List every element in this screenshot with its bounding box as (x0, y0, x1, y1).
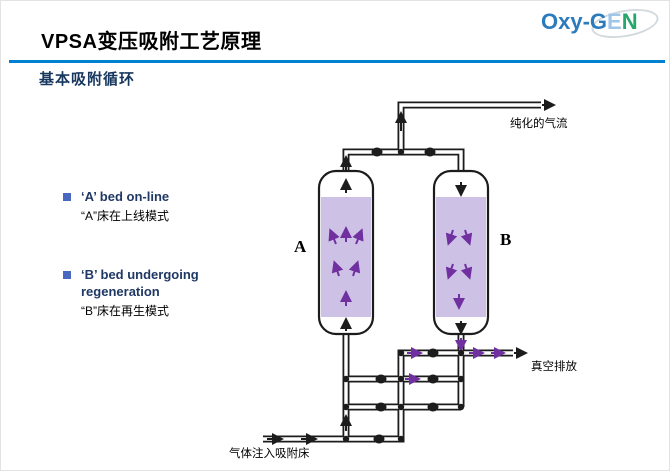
bullet-subtext: “A”床在上线模式 (81, 208, 169, 223)
logo: Oxy-GEN (541, 4, 661, 43)
logo-text: Oxy-GEN (541, 7, 661, 37)
valve-icon (373, 434, 385, 444)
logo-part-oxy: Oxy- (541, 9, 590, 34)
bullet-list: ‘A’ bed on-line “A”床在上线模式 ‘B’ bed underg… (63, 189, 273, 363)
logo-part-g: G (589, 9, 608, 34)
bullet-item-a: ‘A’ bed on-line “A”床在上线模式 (63, 189, 273, 224)
logo-part-n: N (621, 9, 638, 34)
bullet-marker (63, 271, 71, 280)
pipe-network (263, 101, 541, 443)
bed-a-label: A (294, 237, 307, 256)
bullet-item-b: ‘B’ bed undergoing regeneration “B”床在再生模… (63, 267, 273, 319)
feed-gas-label: 气体注入吸附床 (229, 448, 310, 460)
adsorbent-bed-b (436, 197, 486, 317)
flow-arrows-regeneration (328, 226, 506, 385)
valve-icon (427, 402, 439, 412)
bullet-content: ‘B’ bed undergoing regeneration “B”床在再生模… (81, 267, 231, 319)
title-divider (9, 60, 665, 63)
section-heading: 基本吸附循环 (39, 71, 136, 88)
logo-part-e: E (607, 9, 622, 34)
vacuum-exhaust-label: 真空排放 (531, 361, 577, 373)
flow-arrows-feed-product (267, 99, 556, 445)
valve-icon (375, 402, 387, 412)
bullet-marker (63, 193, 71, 201)
pipe-junctions (342, 148, 465, 443)
bullet-heading: ‘B’ bed undergoing regeneration (81, 267, 199, 300)
valve-icon (375, 374, 387, 384)
bullet-heading: ‘A’ bed on-line (81, 189, 170, 204)
valve-icon (427, 374, 439, 384)
valve-icon (427, 348, 439, 358)
page-title: VPSA变压吸附工艺原理 (41, 31, 262, 53)
bed-b-label: B (500, 230, 512, 249)
valve-icon (371, 147, 383, 157)
vessel-a (317, 169, 375, 336)
vessel-b (432, 169, 490, 336)
valves (371, 147, 439, 444)
purified-stream-label: 纯化的气流 (510, 118, 568, 130)
bullet-content: ‘A’ bed on-line “A”床在上线模式 (81, 189, 169, 224)
valve-icon (424, 147, 436, 157)
bullet-subtext: “B”床在再生模式 (81, 304, 169, 319)
